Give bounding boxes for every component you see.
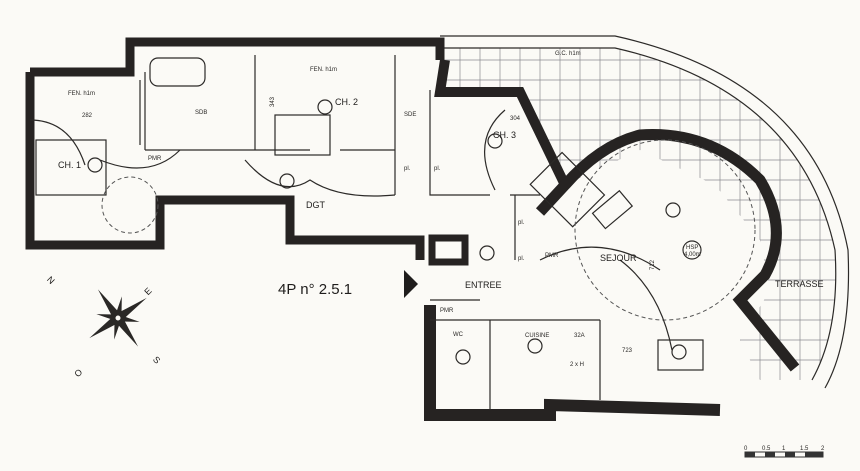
compass-rose-icon: N E S O: [45, 274, 162, 379]
room-label-ch1: CH. 1: [58, 160, 81, 170]
pmr-note: PMR: [545, 253, 559, 259]
annotations: 282 343 304 712 723 G.C. h1m PMR PMR PMR…: [68, 51, 702, 368]
scale-tick: 2: [821, 446, 825, 452]
window-note: FEN. h1m: [68, 91, 95, 97]
dining-table: [657, 339, 704, 371]
dimension-sejour-depth: 712: [650, 259, 656, 270]
bed-ch1: [35, 139, 107, 196]
light-fixtures: [87, 99, 687, 365]
pmr-note: PMR: [148, 156, 162, 162]
window-note: FEN. h1m: [310, 67, 337, 73]
hot-water-note: 2 x H: [570, 362, 584, 368]
dimension-sejour-width: 723: [622, 348, 633, 354]
placard-label: pl.: [518, 256, 525, 262]
hsp-value: 4,00m: [684, 252, 701, 258]
scale-bar: 0 0.5 1 1.5 2: [744, 446, 825, 458]
dimension-ch1: 282: [82, 113, 93, 119]
room-label-terrasse: TERRASSE: [775, 279, 824, 289]
dimension-ch2: 343: [270, 96, 276, 107]
room-label-sdb: SDB: [195, 110, 207, 116]
coffee-table: [591, 189, 634, 230]
room-label-wc: WC: [453, 332, 464, 338]
sofa: [529, 151, 606, 228]
room-label-cuisine: CUISINE: [525, 333, 549, 339]
placard-label: pl.: [518, 220, 525, 226]
room-label-dgt: DGT: [306, 200, 326, 210]
bathtub: [149, 57, 206, 87]
walls: [25, 37, 800, 421]
compass-n: N: [45, 274, 57, 286]
dimension-ch3: 304: [510, 116, 521, 122]
scale-tick: 1: [782, 446, 786, 452]
room-label-entree: ENTREE: [465, 280, 502, 290]
scale-tick: 0: [744, 446, 748, 452]
sejour-circle: [574, 139, 756, 321]
room-label-ch2: CH. 2: [335, 97, 358, 107]
placard-label: pl.: [404, 166, 411, 172]
hsp-label: HSP: [686, 245, 698, 251]
room-label-ch3: CH. 3: [493, 130, 516, 140]
scale-tick: 1.5: [800, 446, 809, 452]
breaker-note: 32A: [574, 333, 585, 339]
gc-note: G.C. h1m: [555, 51, 581, 57]
placard-label: pl.: [434, 166, 441, 172]
turning-circle: [101, 176, 159, 234]
room-label-sde: SDE: [404, 112, 416, 118]
bed-ch2: [274, 114, 331, 156]
pmr-note: PMR: [440, 308, 454, 314]
entrance-arrow-icon: [404, 270, 418, 298]
compass-o: O: [72, 367, 84, 379]
compass-s: S: [151, 354, 162, 365]
room-labels: CH. 1 CH. 2 CH. 3 SDB SDE DGT ENTREE SEJ…: [58, 97, 824, 339]
room-label-sejour: SEJOUR: [600, 253, 637, 263]
compass-e: E: [142, 286, 153, 297]
scale-tick: 0.5: [762, 446, 771, 452]
apartment-title: 4P n° 2.5.1: [278, 281, 352, 298]
